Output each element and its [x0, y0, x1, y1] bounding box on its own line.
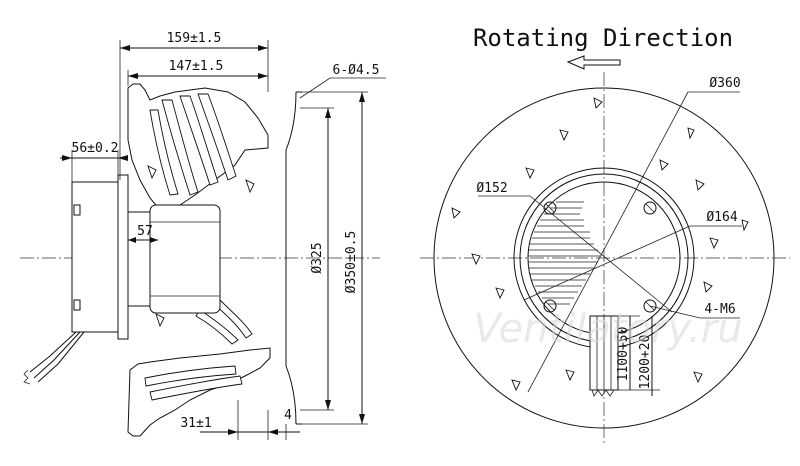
arrow-147-left	[128, 73, 138, 79]
side-view: Ø325 Ø350±0.5 159±1.5 147±1.5 6-Ø4.5 56±…	[20, 31, 386, 440]
cable-2	[33, 331, 81, 379]
lower-rivet	[155, 313, 165, 328]
label-dim-159: 159±1.5	[167, 31, 222, 46]
upper-rivet	[147, 165, 157, 180]
cable-1	[29, 331, 77, 373]
front-view: Rotating Direction	[420, 24, 790, 444]
label-dia-164: Ø164	[706, 210, 737, 225]
label-cable-1100: 1100+50	[616, 327, 631, 382]
leader-holes	[299, 77, 331, 99]
upper-rivet-2	[245, 179, 255, 194]
lower-blade-2	[149, 375, 243, 401]
label-dim-56: 56±0.2	[72, 141, 119, 156]
label-dim-57: 57	[137, 224, 153, 239]
motor-terminal-2	[73, 299, 81, 311]
rotation-arrow-icon	[566, 55, 621, 70]
arrow-159-left	[120, 45, 130, 51]
upper-blade-2	[179, 95, 219, 186]
leader-dia-360	[527, 91, 689, 393]
label-threads: 4-M6	[704, 302, 735, 317]
leader-dia-164	[523, 225, 691, 301]
cable-ends	[591, 389, 615, 397]
label-cable-1200: 1200+20	[638, 335, 653, 390]
disc-slots	[451, 97, 749, 392]
arrow-325-bottom	[325, 400, 331, 410]
motor-flange	[117, 174, 129, 340]
arrow-325-top	[325, 108, 331, 118]
lower-blade-3	[195, 309, 239, 345]
upper-blade-4	[149, 109, 179, 196]
label-dim-4: 4	[284, 408, 292, 423]
leader-dia-152	[529, 195, 673, 313]
label-dim-147: 147±1.5	[169, 59, 224, 74]
label-holes: 6-Ø4.5	[333, 63, 380, 78]
impeller-upper-shroud	[127, 83, 269, 211]
arrow-350-top	[359, 92, 365, 102]
arrow-56-left	[62, 155, 72, 161]
mounting-screws	[543, 201, 657, 313]
label-dia-325: Ø325	[310, 242, 325, 273]
watermark: Ventilatory.ru	[473, 306, 742, 352]
label-dia-360: Ø360	[709, 76, 740, 91]
arrow-31-right	[268, 429, 278, 435]
leader-threads	[649, 305, 701, 319]
lower-blade-4	[215, 299, 253, 339]
rotor-hub	[149, 204, 221, 314]
lower-blade-1	[144, 365, 237, 387]
cooling-fins	[528, 201, 600, 305]
impeller-lower-shroud	[127, 347, 271, 437]
arrow-159-right	[258, 45, 268, 51]
arrow-350-bottom	[359, 414, 365, 424]
upper-blade-3	[197, 93, 237, 181]
arrow-57-left	[128, 237, 136, 243]
arrow-31-left	[228, 429, 238, 435]
cable-3	[37, 331, 85, 383]
arrow-57-right	[150, 237, 158, 243]
inlet-ring	[285, 91, 297, 425]
arrow-147-right	[258, 73, 268, 79]
upper-blade-1	[161, 99, 199, 196]
motor-terminal-1	[73, 204, 81, 216]
label-dia-152: Ø152	[476, 181, 507, 196]
title-rotating-direction: Rotating Direction	[473, 24, 733, 52]
label-dia-350: Ø350±0.5	[344, 231, 359, 294]
label-dim-31: 31±1	[180, 416, 211, 431]
arrow-56-right	[118, 155, 128, 161]
cable-end	[23, 369, 31, 385]
